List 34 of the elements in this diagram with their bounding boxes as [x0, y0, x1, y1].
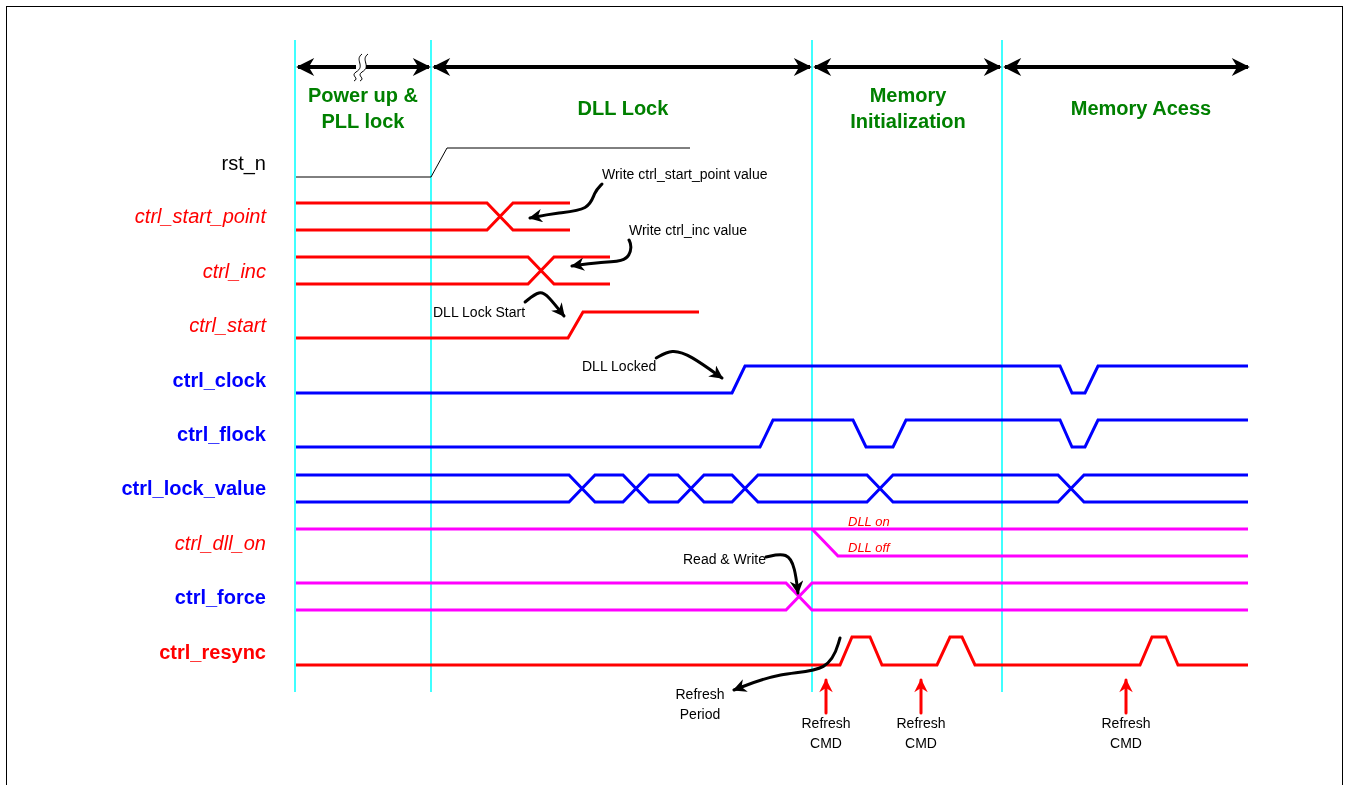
annotation-text: DLL Locked: [582, 356, 657, 376]
callout-arrow: [528, 182, 604, 223]
phase-label: Memory Acess: [1069, 96, 1213, 121]
annotation-text: Read & Write: [683, 549, 766, 569]
annotation-text: Refresh CMD: [1092, 713, 1160, 753]
signal-name: ctrl_flock: [177, 422, 266, 446]
callout-arrow: [654, 349, 724, 380]
signal-name: ctrl_clock: [172, 368, 266, 392]
signal-name: ctrl_resync: [159, 640, 266, 664]
state-label: DLL off: [848, 540, 890, 556]
signal-name: rst_n: [221, 151, 266, 175]
phase-label: Power up & PLL lock: [307, 83, 419, 134]
signal-name: ctrl_inc: [202, 259, 266, 283]
callout-arrow: [1119, 678, 1133, 715]
signal-name: ctrl_start_point: [134, 204, 266, 228]
signal-name: ctrl_lock_value: [121, 476, 266, 500]
state-label: DLL on: [848, 514, 890, 530]
annotation-text: Write ctrl_start_point value: [602, 164, 768, 184]
annotation-text: DLL Lock Start: [433, 302, 526, 322]
annotation-text: Refresh Period: [666, 684, 734, 724]
annotation-text: Refresh CMD: [887, 713, 955, 753]
callout-arrow: [914, 678, 928, 715]
annotation-text: Refresh CMD: [792, 713, 860, 753]
signal-name: ctrl_dll_on: [174, 531, 266, 555]
callout-arrow: [819, 678, 833, 715]
phase-label: DLL Lock: [576, 96, 670, 121]
callout-arrow: [570, 238, 633, 271]
signal-name: ctrl_start: [189, 313, 266, 337]
callout-arrow: [523, 291, 566, 318]
phase-label: Memory Initialization: [849, 83, 967, 134]
callout-arrow: [764, 553, 804, 595]
signal-name: ctrl_force: [174, 585, 266, 609]
annotation-text: Write ctrl_inc value: [629, 220, 747, 240]
callout-arrow: [732, 636, 842, 692]
